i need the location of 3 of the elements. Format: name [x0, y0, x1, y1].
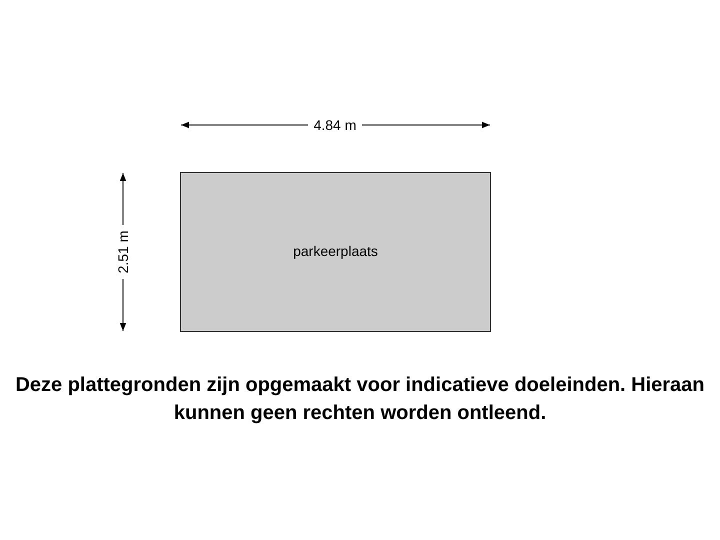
- room-label: parkeerplaats: [293, 242, 378, 261]
- room-area: [180, 172, 491, 332]
- disclaimer-text: Deze plattegronden zijn opgemaakt voor indicatieve doeleinden. Hieraan kunnen geen rechten worden ontleend.: [14, 373, 706, 426]
